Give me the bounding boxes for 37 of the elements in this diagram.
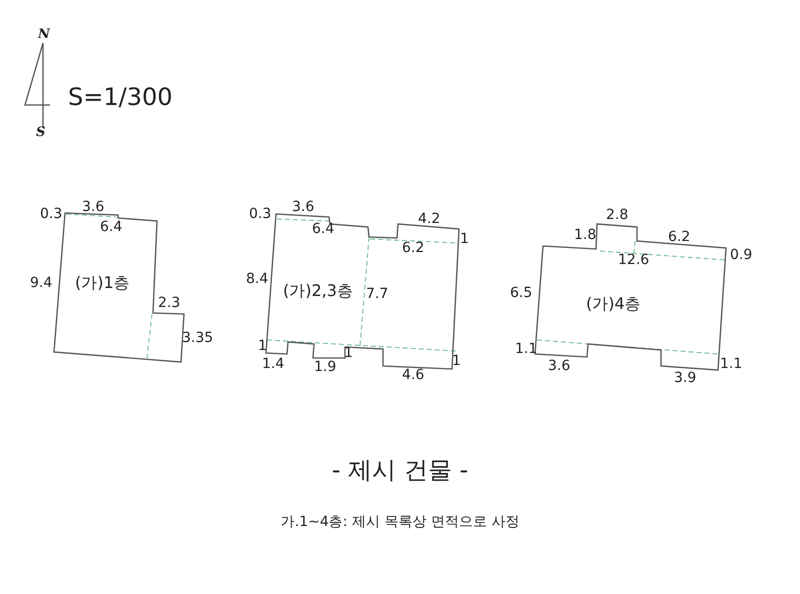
dimension-label: 3.9 [674,371,696,385]
dimension-label: 0.3 [249,207,272,221]
dimension-label: 4.6 [402,368,424,382]
dimension-label: 6.4 [312,222,334,236]
title: - 제시 건물 - [332,458,468,482]
scale-label: S=1/300 [68,85,173,109]
caption: 가.1~4층: 제시 목록상 면적으로 사정 [280,515,520,529]
dimension-label: 7.7 [366,287,388,301]
dimension-label: 1.4 [262,357,284,371]
dimension-label: 1 [452,354,461,368]
dimension-label: 1 [344,346,353,360]
dimension-label: 3.6 [548,359,570,373]
dimension-label: 1 [460,232,469,246]
dimension-label: 3.6 [82,200,104,214]
floor-label: (가)1층 [75,275,130,291]
dimension-label: 1.1 [720,357,742,371]
dimension-label: 0.9 [730,248,752,262]
floor-label: (가)4층 [586,296,641,312]
dimension-label: 6.4 [100,220,122,234]
dimension-label: 6.2 [402,241,424,255]
dimension-label: 12.6 [618,253,650,267]
compass-letter: N [38,28,50,41]
dimension-label: 2.3 [158,296,180,310]
dimension-label: 0.3 [40,207,62,221]
dimension-label: 1 [258,339,267,353]
dimension-label: 4.2 [418,212,440,226]
dimension-label: 6.5 [510,286,532,300]
dimension-label: 8.4 [246,272,268,286]
dimension-label: 9.4 [30,276,52,290]
dimension-label: 1.9 [314,360,336,374]
dimension-label: 3.35 [182,331,214,345]
dimension-label: 2.8 [606,208,628,222]
dimension-label: 6.2 [668,230,690,244]
compass-letter: S [36,126,46,139]
dimension-label: 3.6 [292,200,314,214]
dimension-label: 1.8 [574,228,596,242]
floor-label: (가)2,3층 [283,283,353,299]
